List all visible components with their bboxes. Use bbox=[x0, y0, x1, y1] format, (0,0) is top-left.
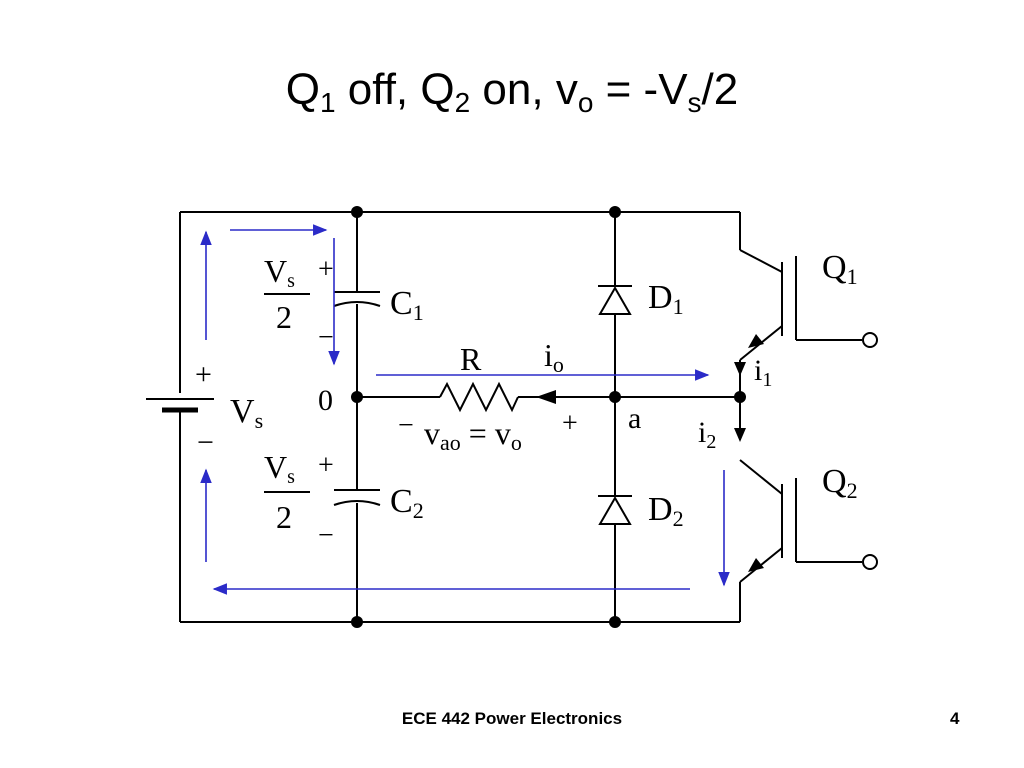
page-number: 4 bbox=[950, 709, 960, 728]
resistor-symbol bbox=[439, 381, 519, 413]
node-zero-label: 0 bbox=[318, 384, 333, 417]
transistor-q2-label: Q2 bbox=[822, 463, 858, 503]
c1-minus-sign: − bbox=[318, 322, 334, 353]
c2-plus-sign: + bbox=[318, 450, 334, 481]
vao-minus-sign: − bbox=[398, 410, 414, 441]
junction-dots bbox=[351, 206, 746, 628]
capacitor-c1-label: C1 bbox=[390, 285, 424, 325]
q2-emitter-arrowhead bbox=[748, 558, 764, 572]
current-io-label: io bbox=[544, 337, 564, 377]
dc-source-symbol bbox=[146, 398, 214, 413]
current-i1-arrowhead bbox=[734, 362, 746, 376]
transistor-q1-symbol bbox=[739, 249, 878, 361]
transistor-q1-label: Q1 bbox=[822, 249, 858, 289]
upper-cap-voltage-denominator: 2 bbox=[276, 299, 292, 335]
source-plus-sign: + bbox=[195, 358, 212, 391]
lower-cap-voltage-numerator: Vs bbox=[264, 449, 295, 488]
c1-plus-sign: + bbox=[318, 254, 334, 285]
current-i2-label: i2 bbox=[698, 416, 716, 453]
capacitor-c2-symbol bbox=[333, 489, 381, 506]
c2-minus-sign: − bbox=[318, 520, 334, 551]
capacitor-c1-symbol bbox=[333, 291, 381, 307]
current-io-arrowhead bbox=[536, 390, 556, 404]
q1-emitter-arrowhead bbox=[748, 334, 764, 348]
vao-expression: vao = vo bbox=[424, 415, 522, 455]
upper-cap-voltage-numerator: Vs bbox=[264, 253, 295, 292]
current-flow-arrows bbox=[200, 224, 730, 595]
diode-d1-symbol bbox=[598, 285, 632, 315]
vao-plus-sign: + bbox=[562, 408, 578, 439]
lower-cap-voltage-denominator: 2 bbox=[276, 499, 292, 535]
footer-course-title: ECE 442 Power Electronics bbox=[401, 709, 623, 728]
node-a-label: a bbox=[628, 402, 641, 435]
capacitor-c2-label: C2 bbox=[390, 483, 424, 523]
diode-d2-symbol bbox=[598, 495, 632, 525]
current-i2-arrowhead bbox=[734, 428, 746, 442]
resistor-label: R bbox=[460, 341, 482, 377]
diode-d2-label: D2 bbox=[648, 491, 684, 531]
source-minus-sign: − bbox=[197, 426, 214, 459]
diode-d1-label: D1 bbox=[648, 279, 684, 319]
circuit-wires bbox=[179, 211, 741, 623]
current-i1-label: i1 bbox=[754, 354, 772, 391]
slide-title: Q1 off, Q2 on, vo = -Vs/2 bbox=[285, 65, 739, 118]
source-label: Vs bbox=[230, 393, 263, 433]
